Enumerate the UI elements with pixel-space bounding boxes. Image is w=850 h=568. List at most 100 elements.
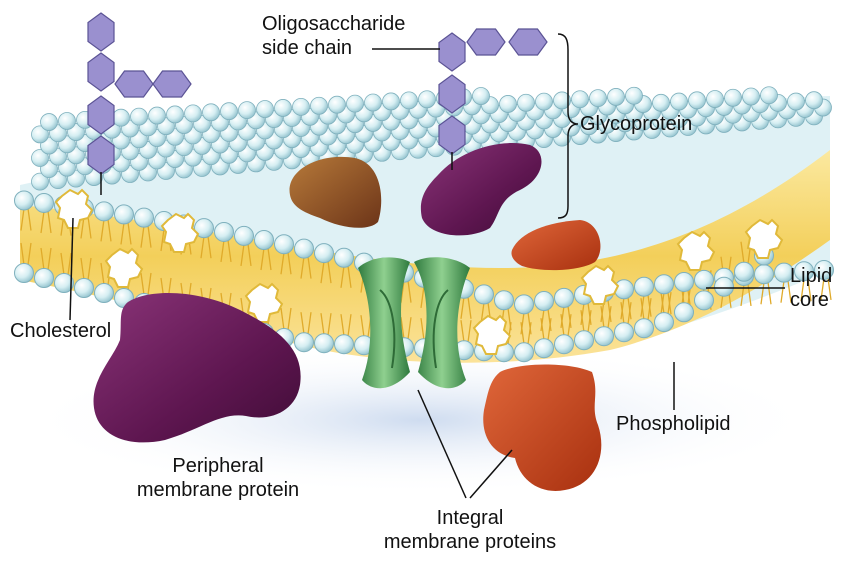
lipid-tail bbox=[340, 265, 345, 288]
phospholipid-head bbox=[607, 88, 625, 106]
lipid-tail bbox=[647, 298, 652, 321]
sugar-unit bbox=[508, 28, 548, 56]
lipid-tail bbox=[300, 312, 305, 335]
lipid-tail bbox=[560, 314, 565, 337]
phospholipid-head bbox=[794, 261, 814, 282]
integral-leader-left bbox=[417, 389, 467, 499]
phospholipid-head bbox=[674, 271, 694, 292]
phospholipid-head bbox=[514, 294, 534, 315]
phospholipid-head bbox=[553, 91, 571, 110]
phospholipid-head bbox=[112, 108, 130, 127]
phospholipid-head bbox=[554, 287, 574, 308]
phospholipid-head bbox=[652, 93, 670, 112]
phospholipid-head bbox=[274, 234, 294, 255]
phospholipid-head bbox=[724, 88, 742, 107]
oligosaccharide-chains bbox=[87, 12, 548, 175]
sugar-unit bbox=[438, 74, 466, 114]
cholesterol-shape bbox=[580, 264, 620, 305]
phospholipid-head bbox=[535, 92, 553, 111]
lipid-tail bbox=[20, 242, 25, 266]
phospholipid-heads-top bbox=[14, 86, 834, 315]
lipid-tail bbox=[587, 310, 592, 333]
lipid-tail bbox=[27, 208, 32, 231]
phospholipid-head bbox=[34, 268, 54, 288]
lipid-tail bbox=[47, 210, 52, 234]
cholesterol-shape bbox=[244, 282, 284, 323]
phospholipid-head bbox=[589, 89, 607, 107]
phospholipid-label: Phospholipid bbox=[616, 413, 731, 435]
orange-surface-protein bbox=[511, 220, 601, 271]
cholesterol-shape bbox=[104, 247, 144, 288]
sugar-unit bbox=[114, 70, 154, 98]
phospholipid-head bbox=[114, 204, 134, 225]
lipid-tail bbox=[280, 307, 285, 331]
lipid-tail bbox=[300, 256, 305, 279]
peripheral-protein-body bbox=[93, 292, 301, 443]
lipid-tail bbox=[67, 252, 72, 276]
cholesterol-shape bbox=[54, 188, 94, 229]
lipid-tail bbox=[547, 308, 552, 332]
phospholipid-head bbox=[130, 107, 148, 126]
phospholipid-head bbox=[534, 338, 554, 359]
phospholipid-head bbox=[184, 104, 202, 123]
lipid-tail bbox=[767, 282, 772, 305]
lipid-tail bbox=[320, 313, 325, 336]
phospholipid-head bbox=[134, 207, 154, 228]
glycoprotein-body bbox=[420, 143, 542, 236]
integral-label-line1: Integral bbox=[436, 507, 504, 529]
phospholipid-head bbox=[294, 332, 314, 353]
lipid-tail bbox=[820, 277, 825, 301]
phospholipid-head bbox=[514, 342, 534, 363]
lipid-tail bbox=[620, 302, 625, 325]
phospholipid-head bbox=[674, 302, 694, 323]
phospholipid-head bbox=[346, 94, 364, 113]
phospholipid-head bbox=[534, 291, 554, 312]
phospholipid-head bbox=[294, 238, 314, 259]
lipid-tail bbox=[520, 322, 525, 345]
cholesterol-molecules bbox=[54, 188, 784, 355]
lipid-core-label-line1: Lipid bbox=[790, 265, 833, 287]
glycoprotein-label: Glycoprotein bbox=[580, 113, 693, 135]
lipid-tail bbox=[800, 279, 805, 302]
phospholipid-head bbox=[574, 330, 594, 351]
lipid-tail bbox=[467, 296, 472, 319]
sugar-unit bbox=[87, 95, 115, 135]
lipid-tail bbox=[200, 236, 205, 259]
lipid-tail bbox=[360, 315, 365, 338]
leader-lines bbox=[69, 33, 785, 499]
glycoprotein-bracket bbox=[557, 33, 579, 219]
lipid-tail bbox=[600, 306, 605, 329]
lipid-tail bbox=[260, 247, 265, 271]
lipid-tail bbox=[140, 225, 145, 248]
phospholipid-head bbox=[594, 326, 614, 347]
phospholipid-head bbox=[314, 333, 334, 354]
lipid-tail bbox=[587, 302, 592, 325]
cholesterol-shape bbox=[744, 218, 784, 259]
phospholipid-head bbox=[634, 318, 654, 339]
lipid-tail bbox=[327, 313, 332, 336]
phospholipid-head bbox=[94, 201, 114, 222]
phospholipid-head bbox=[694, 269, 714, 290]
integral-leader-right bbox=[469, 449, 513, 499]
sugar-unit bbox=[466, 28, 506, 56]
phospholipid-head bbox=[494, 290, 514, 311]
channel-inner-rim bbox=[432, 289, 449, 369]
phospholipid-head bbox=[714, 276, 734, 297]
phospholipid-head bbox=[31, 149, 49, 167]
brown-surface-protein bbox=[289, 156, 382, 228]
lipid-tail bbox=[580, 302, 585, 325]
lipid-tail bbox=[540, 318, 545, 341]
phospholipid-head bbox=[58, 112, 76, 130]
lipid-tail bbox=[407, 280, 412, 303]
lipid-tail bbox=[27, 242, 32, 266]
phospholipid-head bbox=[688, 91, 706, 110]
lipid-tail bbox=[400, 317, 405, 340]
lipid-tail bbox=[340, 314, 345, 337]
lipid-tail bbox=[620, 297, 625, 320]
cholesterol-shape bbox=[160, 212, 200, 253]
integral-channel-protein bbox=[358, 257, 470, 389]
phospholipid-head bbox=[382, 92, 400, 111]
phospholipid-head bbox=[734, 261, 754, 282]
integral-proteins-label: Integral membrane proteins bbox=[370, 506, 570, 554]
